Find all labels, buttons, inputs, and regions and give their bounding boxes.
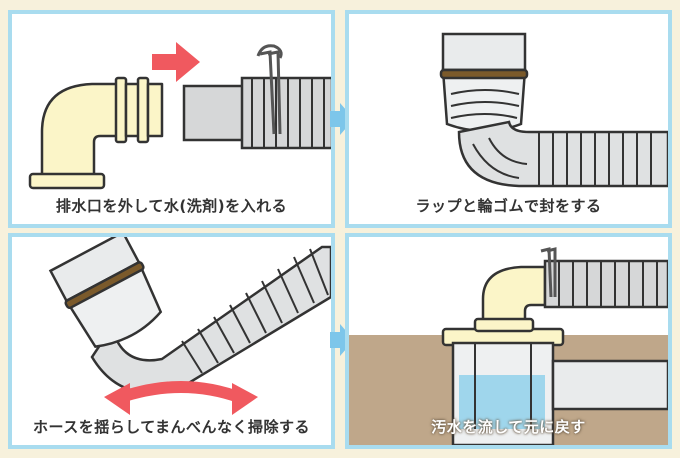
elbow-pipe [28, 76, 164, 190]
sealed-cup [48, 237, 163, 348]
step-caption-1: 排水口を外して水(洗剤)を入れる [55, 197, 288, 215]
step-panel-2: ラップと輪ゴムで封をする [345, 10, 672, 228]
elbow-pipe [473, 265, 547, 333]
step-caption-3: ホースを揺らしてまんべんなく掃除する [32, 418, 311, 436]
step-panel-4: 汚水を流して元に戻す [345, 233, 672, 449]
drain-hose [182, 44, 331, 150]
drain-water-illustration [349, 247, 668, 445]
step-panel-1: 排水口を外して水(洗剤)を入れる [8, 10, 335, 228]
flexible-hose [457, 120, 668, 188]
drain-hose [540, 247, 668, 309]
right-arrow-icon [152, 42, 200, 82]
remove-drain-illustration [28, 42, 331, 190]
drain-trap [441, 327, 668, 445]
shake-hose-illustration [48, 237, 331, 415]
sealed-cup [439, 32, 529, 133]
double-arrow-icon [104, 381, 258, 415]
shaking-hose [90, 245, 331, 394]
step-caption-2: ラップと輪ゴムで封をする [415, 197, 602, 215]
seal-wrap-illustration [439, 32, 668, 188]
step-panel-3: ホースを揺らしてまんべんなく掃除する [8, 233, 335, 449]
step-caption-4: 汚水を流して元に戻す [431, 418, 586, 436]
